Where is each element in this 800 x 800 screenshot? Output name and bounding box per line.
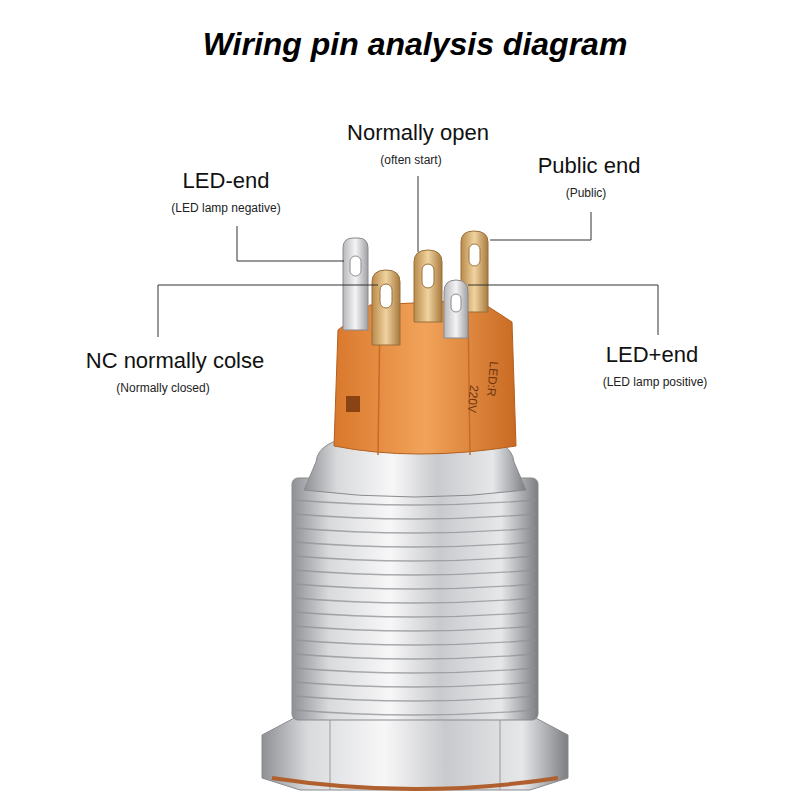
housing-marking: LED:R <box>483 361 500 397</box>
leader-line <box>418 176 419 252</box>
leader-line <box>237 226 344 261</box>
leader-line <box>158 285 378 337</box>
pin-name: LED-end <box>183 168 270 193</box>
pin-note: (Public) <box>566 187 607 201</box>
pin-name: Normally open <box>347 120 489 145</box>
leader-line <box>468 285 658 335</box>
housing-marking: 220V <box>464 384 480 413</box>
leader-line <box>490 212 591 240</box>
pin-name: NC normally colse <box>86 348 265 373</box>
terminal-pins <box>343 231 488 345</box>
pin-name: LED+end <box>606 342 698 367</box>
pin-note: (Normally closed) <box>116 382 209 396</box>
pin-note: (LED lamp positive) <box>603 376 708 390</box>
hex-nut <box>262 715 568 790</box>
diagram-title: Wiring pin analysis diagram <box>203 26 628 63</box>
pin-note: (often start) <box>380 154 441 168</box>
pin-note: (LED lamp negative) <box>171 202 280 216</box>
pin-name: Public end <box>538 153 641 178</box>
threaded-body <box>292 478 538 720</box>
